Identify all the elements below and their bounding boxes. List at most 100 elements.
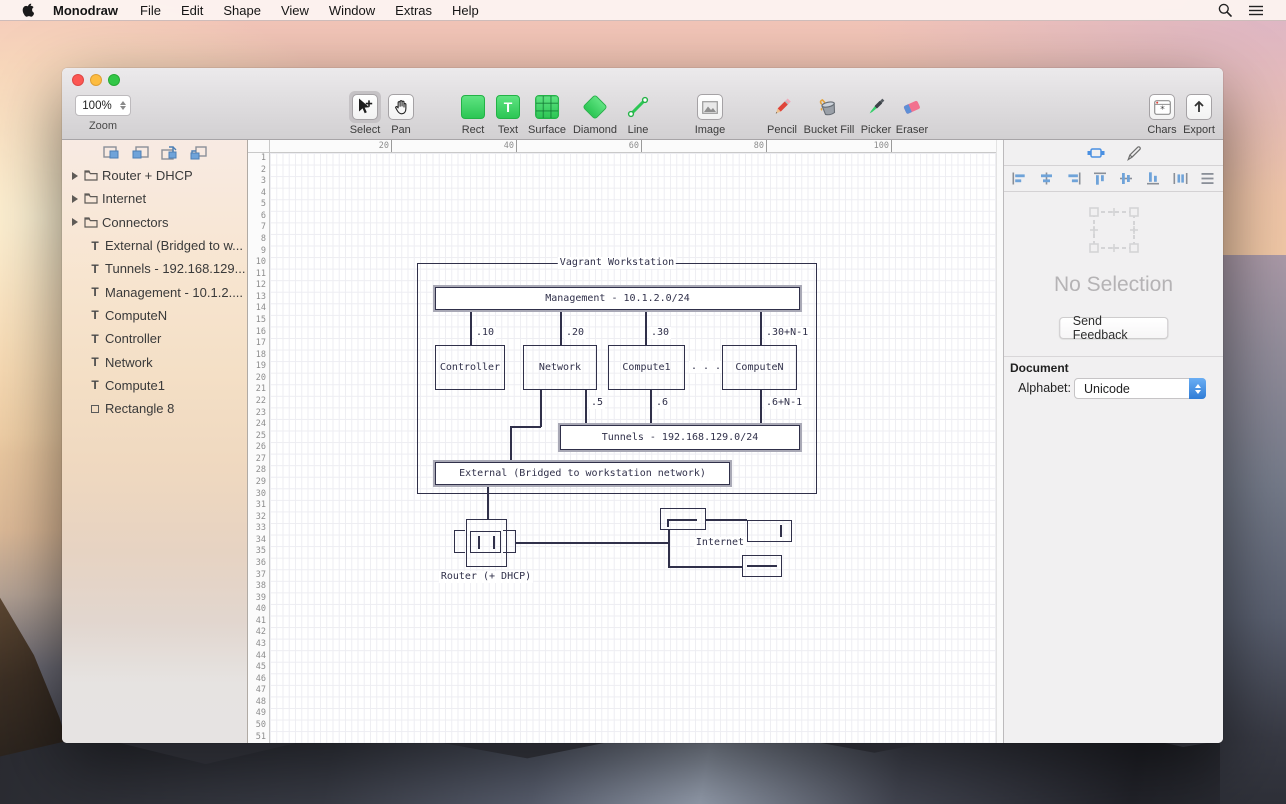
router-inner-box[interactable] xyxy=(470,531,501,553)
layer-tunnels[interactable]: T Tunnels - 192.168.129... xyxy=(62,257,247,280)
connector-line[interactable] xyxy=(760,312,762,345)
menu-help[interactable]: Help xyxy=(452,2,479,18)
network-box[interactable]: Network xyxy=(523,345,597,390)
connector-line[interactable] xyxy=(706,519,747,521)
tool-eraser[interactable]: Eraser xyxy=(896,91,928,136)
zoom-stepper-arrows[interactable] xyxy=(118,101,130,110)
tool-pencil[interactable]: Pencil xyxy=(766,91,798,136)
tunnels-box[interactable]: Tunnels - 192.168.129.0/24 xyxy=(558,423,802,452)
ungroup-icon[interactable] xyxy=(131,145,150,161)
connector-line[interactable] xyxy=(650,390,652,430)
tool-select[interactable]: Select xyxy=(349,91,381,136)
panel-divider xyxy=(1004,356,1223,357)
layer-computen[interactable]: T ComputeN xyxy=(62,304,247,327)
send-backward-icon[interactable] xyxy=(189,145,208,161)
close-button[interactable] xyxy=(72,74,84,86)
export-button[interactable]: Export xyxy=(1183,91,1215,136)
connector-line[interactable] xyxy=(668,530,670,567)
menu-file[interactable]: File xyxy=(140,2,161,18)
tool-rect[interactable]: Rect xyxy=(457,91,489,136)
layer-management[interactable]: T Management - 10.1.2.... xyxy=(62,280,247,303)
connector-line[interactable] xyxy=(560,312,562,345)
style-pencil-tab-icon[interactable] xyxy=(1125,144,1143,162)
align-top-icon[interactable] xyxy=(1092,171,1109,186)
send-feedback-button[interactable]: Send Feedback xyxy=(1058,314,1169,342)
connector-line[interactable] xyxy=(760,390,762,430)
align-center-horizontal-icon[interactable] xyxy=(1038,171,1055,186)
connector-line[interactable] xyxy=(645,312,647,345)
management-box[interactable]: Management - 10.1.2.0/24 xyxy=(433,285,802,312)
menu-app-name[interactable]: Monodraw xyxy=(53,2,118,18)
ruler-row-number: 4 xyxy=(260,187,266,198)
router-label[interactable]: Router (+ DHCP) xyxy=(438,571,534,583)
internet-box-b[interactable] xyxy=(747,520,792,542)
alphabet-dropdown[interactable]: Unicode xyxy=(1074,378,1206,399)
shape-tab-icon[interactable] xyxy=(1085,145,1107,161)
computen-box[interactable]: ComputeN xyxy=(722,345,797,390)
internet-box-a[interactable] xyxy=(660,508,706,530)
internet-box-c[interactable] xyxy=(742,555,782,577)
tool-label: Line xyxy=(627,124,649,136)
disclosure-triangle-icon[interactable] xyxy=(72,194,78,203)
controller-box[interactable]: Controller xyxy=(435,345,505,390)
ruler-row-number: 5 xyxy=(260,199,266,210)
layer-rectangle8[interactable]: Rectangle 8 xyxy=(62,397,247,420)
connector-line[interactable] xyxy=(540,390,542,427)
layer-network[interactable]: T Network xyxy=(62,350,247,373)
tool-bucket-fill[interactable]: Bucket Fill xyxy=(804,91,854,136)
external-box[interactable]: External (Bridged to workstation network… xyxy=(433,460,732,487)
layer-controller[interactable]: T Controller xyxy=(62,327,247,350)
bring-forward-icon[interactable] xyxy=(160,145,179,161)
connector-line[interactable] xyxy=(516,542,668,544)
connector-line[interactable] xyxy=(487,487,489,519)
layer-compute1[interactable]: T Compute1 xyxy=(62,374,247,397)
connector-line[interactable] xyxy=(470,312,472,345)
layer-router-dhcp[interactable]: Router + DHCP xyxy=(62,164,247,187)
align-middle-vertical-icon[interactable] xyxy=(1118,171,1135,186)
layer-external[interactable]: T External (Bridged to w... xyxy=(62,234,247,257)
distribute-horizontal-icon[interactable] xyxy=(1172,171,1189,186)
align-right-icon[interactable] xyxy=(1065,171,1082,186)
tool-image[interactable]: Image xyxy=(694,91,726,136)
menu-edit[interactable]: Edit xyxy=(180,2,204,18)
disclosure-triangle-icon[interactable] xyxy=(72,171,78,180)
picker-icon xyxy=(869,98,885,114)
minimize-button[interactable] xyxy=(90,74,102,86)
align-bottom-icon[interactable] xyxy=(1145,171,1162,186)
menu-window[interactable]: Window xyxy=(328,2,376,18)
connector-line[interactable] xyxy=(668,566,742,568)
tool-pan[interactable]: Pan xyxy=(385,91,417,136)
connector-line[interactable] xyxy=(585,390,587,430)
tool-line[interactable]: Line xyxy=(622,91,654,136)
chars-button[interactable]: * Chars xyxy=(1146,91,1178,136)
menu-extras[interactable]: Extras xyxy=(395,2,432,18)
group-icon[interactable] xyxy=(102,145,121,161)
compute1-box[interactable]: Compute1 xyxy=(608,345,685,390)
connector-line[interactable] xyxy=(510,426,512,462)
zoom-stepper[interactable]: 100% xyxy=(75,95,131,116)
menu-shape[interactable]: Shape xyxy=(223,2,261,18)
layer-connectors[interactable]: Connectors xyxy=(62,211,247,234)
disclosure-triangle-icon[interactable] xyxy=(72,218,78,227)
tool-surface[interactable]: Surface xyxy=(528,91,566,136)
pencil-icon xyxy=(775,98,791,114)
align-left-icon[interactable] xyxy=(1011,171,1028,186)
drawing-canvas[interactable]: Vagrant Workstation Management - 10.1.2.… xyxy=(270,153,997,743)
tool-text[interactable]: T Text xyxy=(492,91,524,136)
distribute-vertical-icon[interactable] xyxy=(1199,171,1216,186)
vagrant-workstation-label[interactable]: Vagrant Workstation xyxy=(557,257,677,269)
tool-diamond[interactable]: Diamond xyxy=(573,91,617,136)
canvas-scrollbar[interactable] xyxy=(996,140,1003,743)
alphabet-row: Alphabet: Unicode xyxy=(1004,378,1223,399)
spotlight-button[interactable] xyxy=(1210,3,1240,17)
router-outer-box[interactable] xyxy=(466,519,507,567)
zoom-window-button[interactable] xyxy=(108,74,120,86)
connector-line[interactable] xyxy=(510,426,541,428)
internet-label[interactable]: Internet xyxy=(693,537,747,549)
tool-picker[interactable]: Picker xyxy=(860,91,892,136)
notification-center-button[interactable] xyxy=(1240,4,1272,17)
menu-view[interactable]: View xyxy=(280,2,309,18)
layer-internet[interactable]: Internet xyxy=(62,187,247,210)
apple-menu[interactable] xyxy=(14,3,43,18)
ruler-row-number: 51 xyxy=(255,731,266,742)
